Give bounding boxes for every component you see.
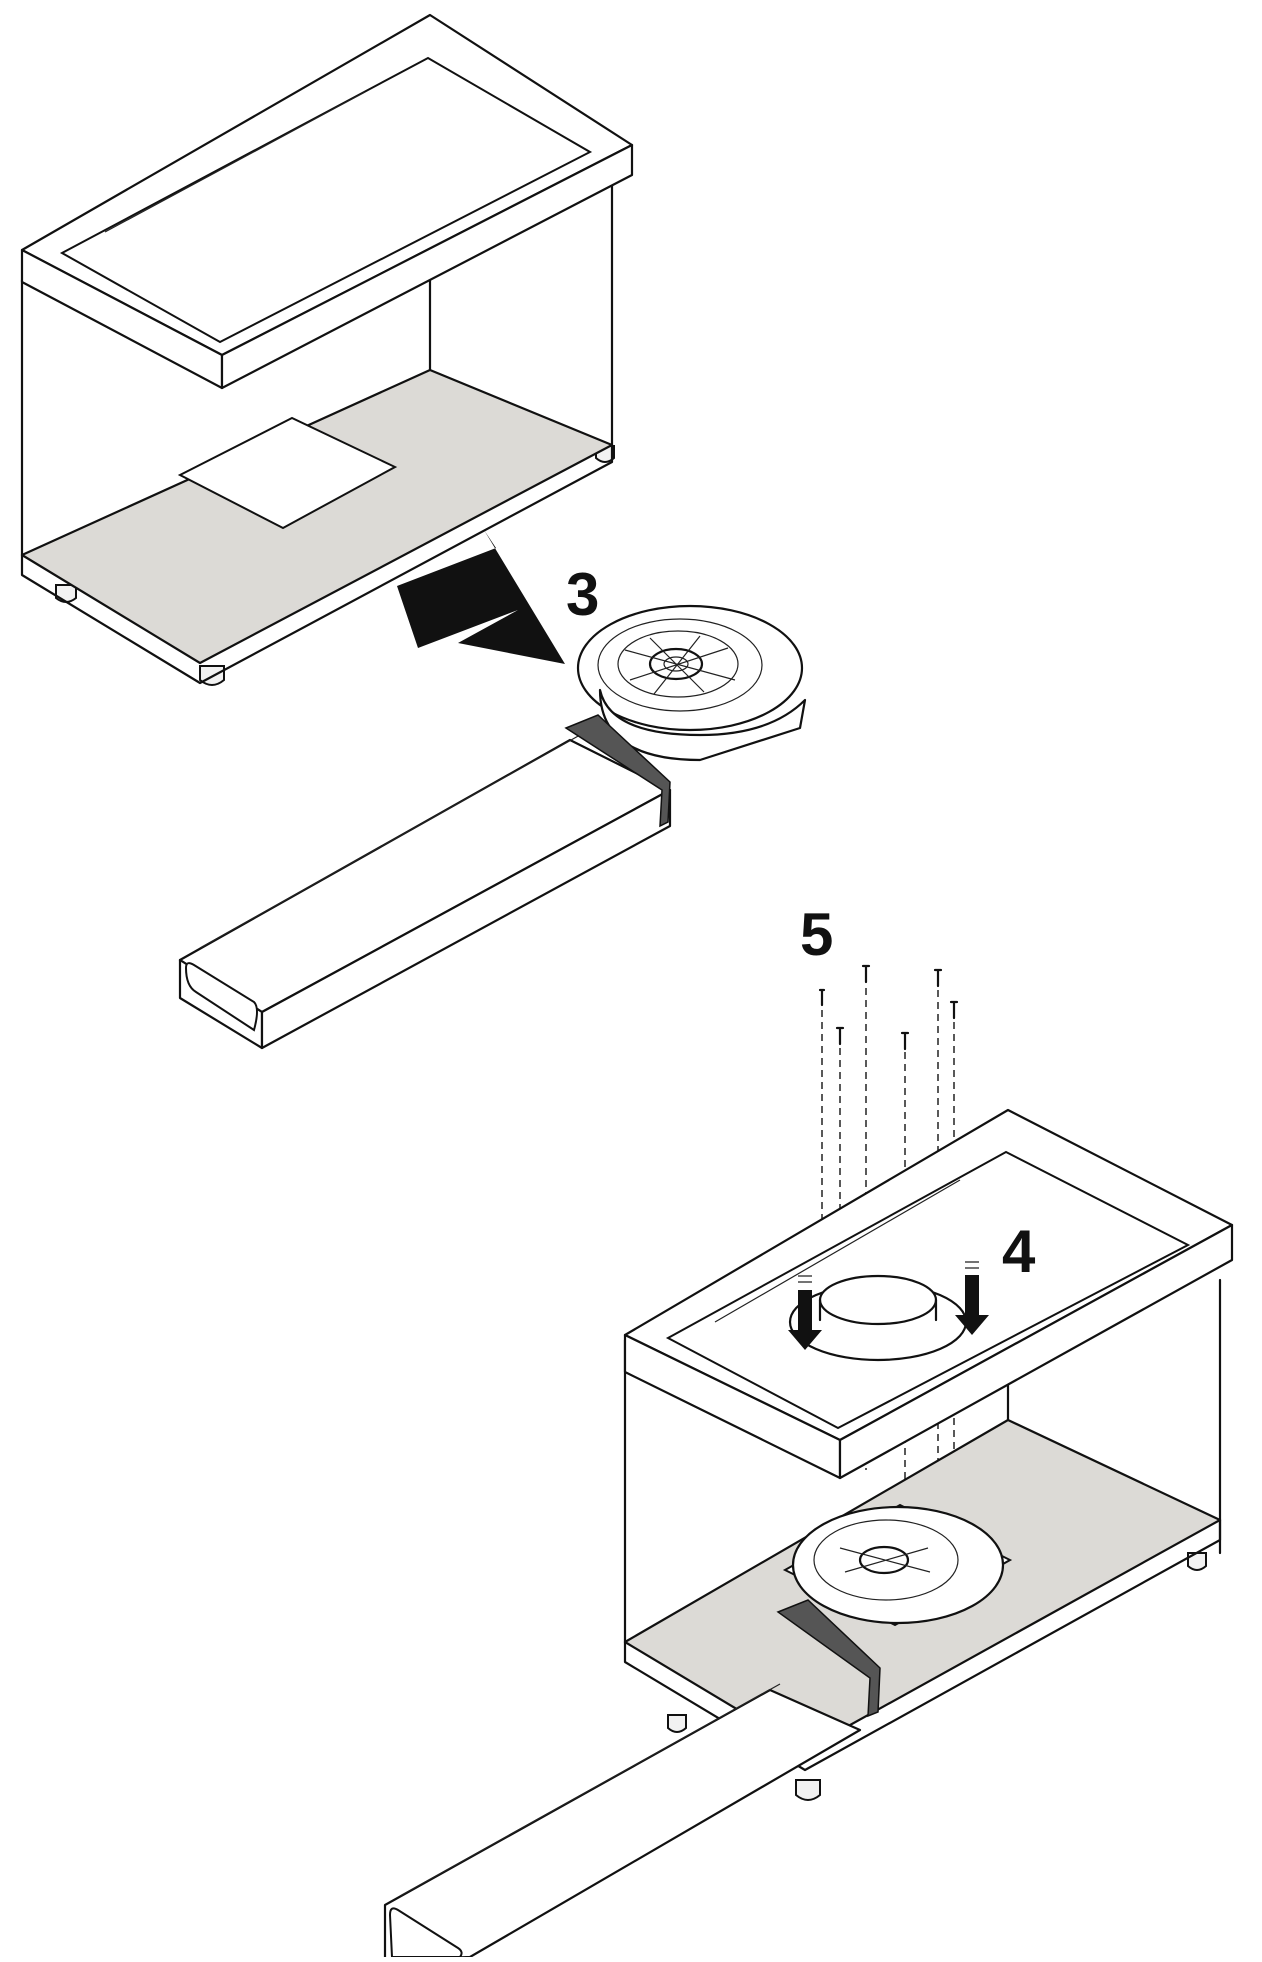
top-frame-right-side [220, 143, 634, 390]
top-cabinet [20, 13, 634, 686]
step-3-label: 3 [566, 561, 599, 628]
top-rail-line [104, 91, 366, 233]
top-opening [59, 56, 593, 344]
floor-cutout [177, 416, 398, 530]
down-arrow-icon [788, 1261, 989, 1350]
step-4-label: 4 [1002, 1218, 1036, 1285]
step-5-label: 5 [800, 901, 833, 968]
bottom-duct [383, 1688, 862, 1962]
bottom-duct-strap [776, 1599, 881, 1718]
bottom-cabinet [383, 1108, 1234, 1962]
duct-top-face [178, 738, 672, 1014]
duct-strap [564, 714, 671, 828]
arrow-icon [397, 530, 565, 664]
duct-opening [184, 962, 258, 1032]
duct-side-face [260, 788, 672, 1050]
floor-thickness [20, 443, 614, 685]
top-duct-assembly [178, 604, 807, 1050]
screw-icon [818, 964, 959, 1051]
